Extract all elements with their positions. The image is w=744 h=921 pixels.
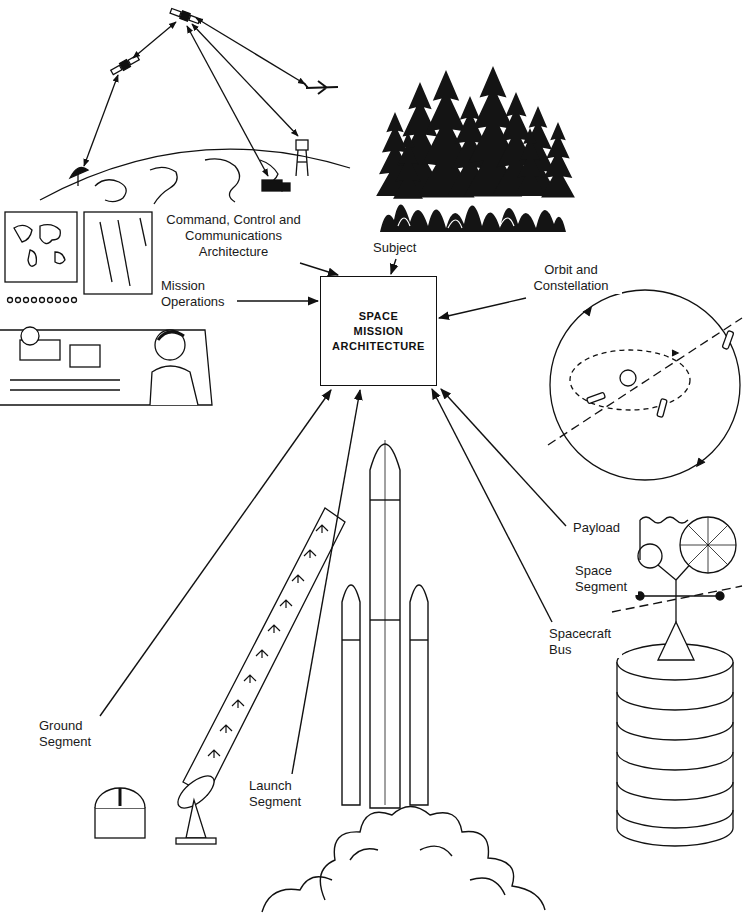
orbit-leader xyxy=(439,298,526,318)
segment-label: Space Segment xyxy=(574,563,638,595)
orbit-illustration xyxy=(548,290,742,480)
launch-vehicle-illustration xyxy=(262,440,545,912)
segment-label: Subject xyxy=(372,240,434,256)
forest-fire-illustration xyxy=(376,66,575,232)
bus-leader xyxy=(432,389,552,622)
segment-label: Ground Segment xyxy=(38,718,106,750)
segment-label: Orbit and Constellation xyxy=(520,262,622,294)
ground-leader xyxy=(100,390,331,716)
launch-leader xyxy=(292,390,360,774)
payload-leader xyxy=(441,389,566,526)
c3-leader xyxy=(300,263,338,275)
segment-label: Command, Control and Communications Arch… xyxy=(160,212,307,260)
segment-label: Spacecraft Bus xyxy=(548,626,622,658)
segment-label: Launch Segment xyxy=(248,778,316,810)
subject-leader xyxy=(391,259,396,274)
segment-label: Mission Operations xyxy=(160,278,237,310)
c3-illustration xyxy=(40,7,350,204)
operations-leader xyxy=(236,300,318,301)
architecture-box: SPACE MISSION ARCHITECTURE xyxy=(320,276,437,386)
segment-label: Payload xyxy=(572,520,636,536)
box-title: SPACE MISSION ARCHITECTURE xyxy=(332,309,425,354)
box-content: SPACE MISSION ARCHITECTURE xyxy=(332,309,425,354)
leader-arrows xyxy=(100,259,566,774)
ground-segment-illustration xyxy=(95,508,345,844)
